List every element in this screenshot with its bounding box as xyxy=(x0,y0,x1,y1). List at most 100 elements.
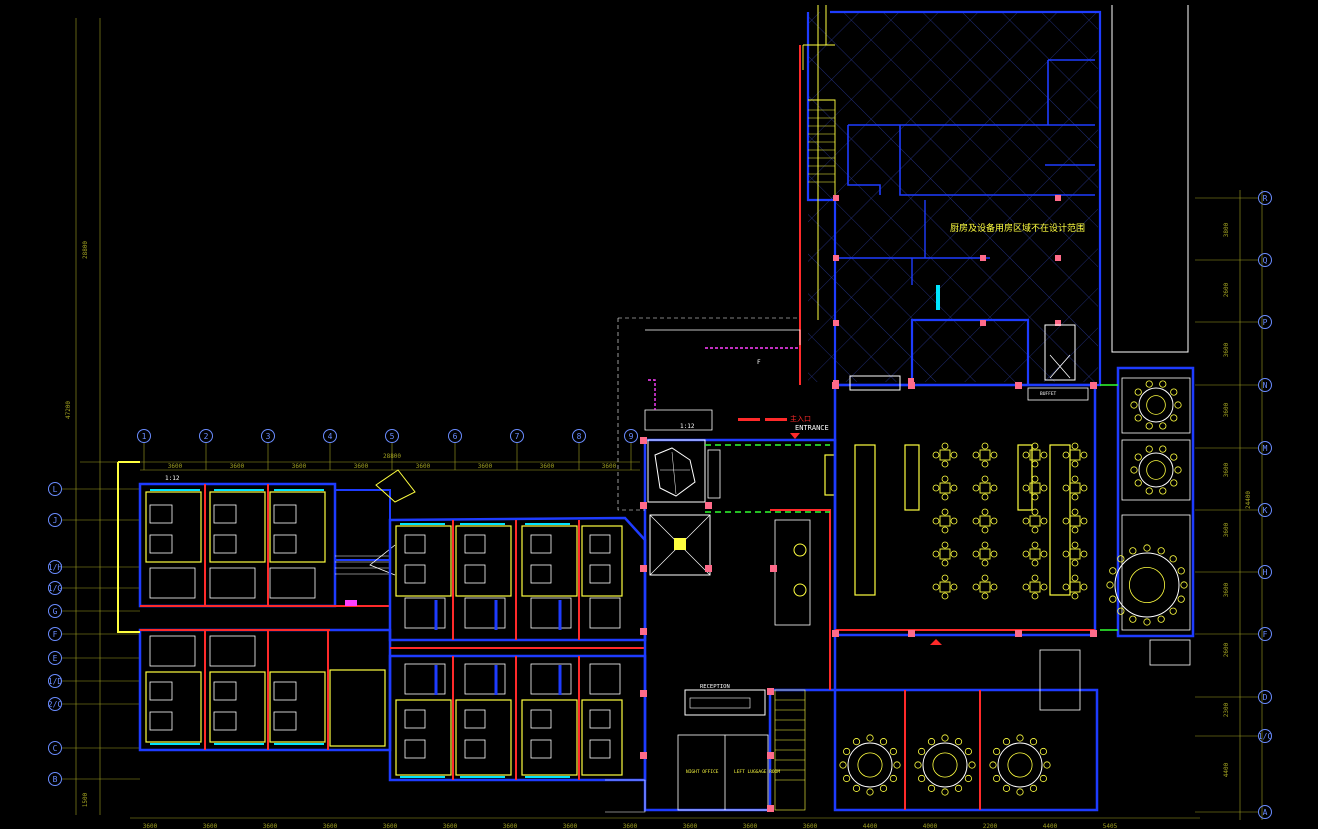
round-chair xyxy=(1039,774,1047,783)
dining-chair xyxy=(1071,475,1079,483)
lazy-susan xyxy=(857,752,883,778)
dining-chair xyxy=(972,517,980,525)
round-chair xyxy=(1159,445,1167,453)
grid-top-bubble xyxy=(385,429,399,443)
dining-chair xyxy=(1080,583,1088,591)
grid-left-label: 1/G xyxy=(48,584,63,593)
grid-top-bubble xyxy=(624,429,638,443)
round-chair xyxy=(964,747,972,756)
dimension-value: 28800 xyxy=(383,453,401,460)
dining-chair xyxy=(941,508,949,516)
round-chair xyxy=(1117,555,1125,563)
dining-chair xyxy=(1080,550,1088,558)
dining-chair xyxy=(981,493,989,501)
dining-chair xyxy=(981,526,989,534)
dining-chair xyxy=(1080,451,1088,459)
dining-chair xyxy=(1040,484,1048,492)
round-chair xyxy=(1016,788,1024,796)
dimension-lines xyxy=(75,18,1263,820)
grid-left-label: 2/C xyxy=(48,700,63,709)
grid-top-bubble xyxy=(448,429,462,443)
dimension-value: 3600 xyxy=(803,823,818,829)
dimension-value: 3600 xyxy=(623,823,638,829)
grid-left-bubble xyxy=(48,674,62,688)
round-chair xyxy=(1159,380,1167,388)
dimension-value: 3600 xyxy=(1223,342,1230,357)
dining-chair xyxy=(941,592,949,600)
dining-chair xyxy=(981,460,989,468)
grid-right-bubble xyxy=(1258,441,1272,455)
dining-table xyxy=(1069,515,1081,527)
dining-chair xyxy=(941,526,949,534)
dimension-value: 3600 xyxy=(263,823,278,829)
grid-right-label: 1/C xyxy=(1258,732,1273,741)
dining-chair xyxy=(1071,574,1079,582)
lazy-susan xyxy=(1129,567,1166,604)
dimension-value: 3600 xyxy=(540,463,555,470)
round-chair xyxy=(1134,453,1142,461)
dining-chair xyxy=(1031,442,1039,450)
round-chair xyxy=(866,788,874,796)
dining-chair xyxy=(941,493,949,501)
round-chair xyxy=(866,734,874,742)
round-chair xyxy=(1170,453,1178,461)
dining-chair xyxy=(1062,484,1070,492)
grid-right-bubble xyxy=(1258,729,1272,743)
entrance-label: ENTRANCE xyxy=(795,424,829,432)
round-chair xyxy=(954,784,963,792)
dimension-value: 3600 xyxy=(683,823,698,829)
grid-top-label: 8 xyxy=(577,432,582,441)
round-chair xyxy=(1159,487,1167,495)
dimension-value: 2600 xyxy=(1223,282,1230,297)
round-chair xyxy=(1043,761,1051,769)
grid-right-label: P xyxy=(1263,318,1268,327)
dimension-value: 3600 xyxy=(203,823,218,829)
grid-right-label: N xyxy=(1263,381,1268,390)
grid-right-bubble xyxy=(1258,503,1272,517)
reception-label: RECEPTION xyxy=(700,684,730,690)
grid-top-bubble xyxy=(261,429,275,443)
dimension-value: 1500 xyxy=(82,792,89,807)
round-chair xyxy=(1174,466,1182,474)
scale-label: 1:12 xyxy=(680,423,695,430)
grid-top-label: 3 xyxy=(266,432,271,441)
dining-chair xyxy=(1062,550,1070,558)
dining-table xyxy=(979,548,991,560)
dining-chair xyxy=(950,517,958,525)
grid-left-label: J xyxy=(53,516,58,525)
grid-top-bubble xyxy=(572,429,586,443)
round-chair xyxy=(1029,738,1038,746)
dining-chair xyxy=(1080,517,1088,525)
round-table xyxy=(922,742,968,788)
grid-left-label: C xyxy=(53,744,58,753)
grid-right-label: M xyxy=(1263,444,1268,453)
round-chair xyxy=(941,788,949,796)
round-chair xyxy=(1145,445,1153,453)
dining-table xyxy=(1069,482,1081,494)
grid-top-bubble xyxy=(510,429,524,443)
grid-right-label: H xyxy=(1263,568,1268,577)
grid-right-label: R xyxy=(1263,194,1268,203)
grid-top-label: 7 xyxy=(515,432,520,441)
round-chair xyxy=(927,738,936,746)
dining-chair xyxy=(981,559,989,567)
door-mark: F xyxy=(757,359,761,366)
grid-left-bubble xyxy=(48,513,62,527)
dining-chair xyxy=(950,583,958,591)
round-chair xyxy=(927,784,936,792)
round-chair xyxy=(893,761,901,769)
dining-chair xyxy=(1071,526,1079,534)
dining-chair xyxy=(1062,583,1070,591)
round-chair xyxy=(1117,607,1125,615)
grid-right-bubble xyxy=(1258,627,1272,641)
dining-chair xyxy=(1071,442,1079,450)
dimension-value: 24400 xyxy=(1245,491,1252,509)
round-chair xyxy=(839,761,847,769)
dimension-value: 3600 xyxy=(383,823,398,829)
round-chair xyxy=(852,738,861,746)
grid-right-label: D xyxy=(1263,693,1268,702)
dimension-value: 3600 xyxy=(503,823,518,829)
dining-chair xyxy=(932,451,940,459)
scale-label-left: 1:12 xyxy=(165,475,180,482)
round-chair xyxy=(1002,784,1011,792)
